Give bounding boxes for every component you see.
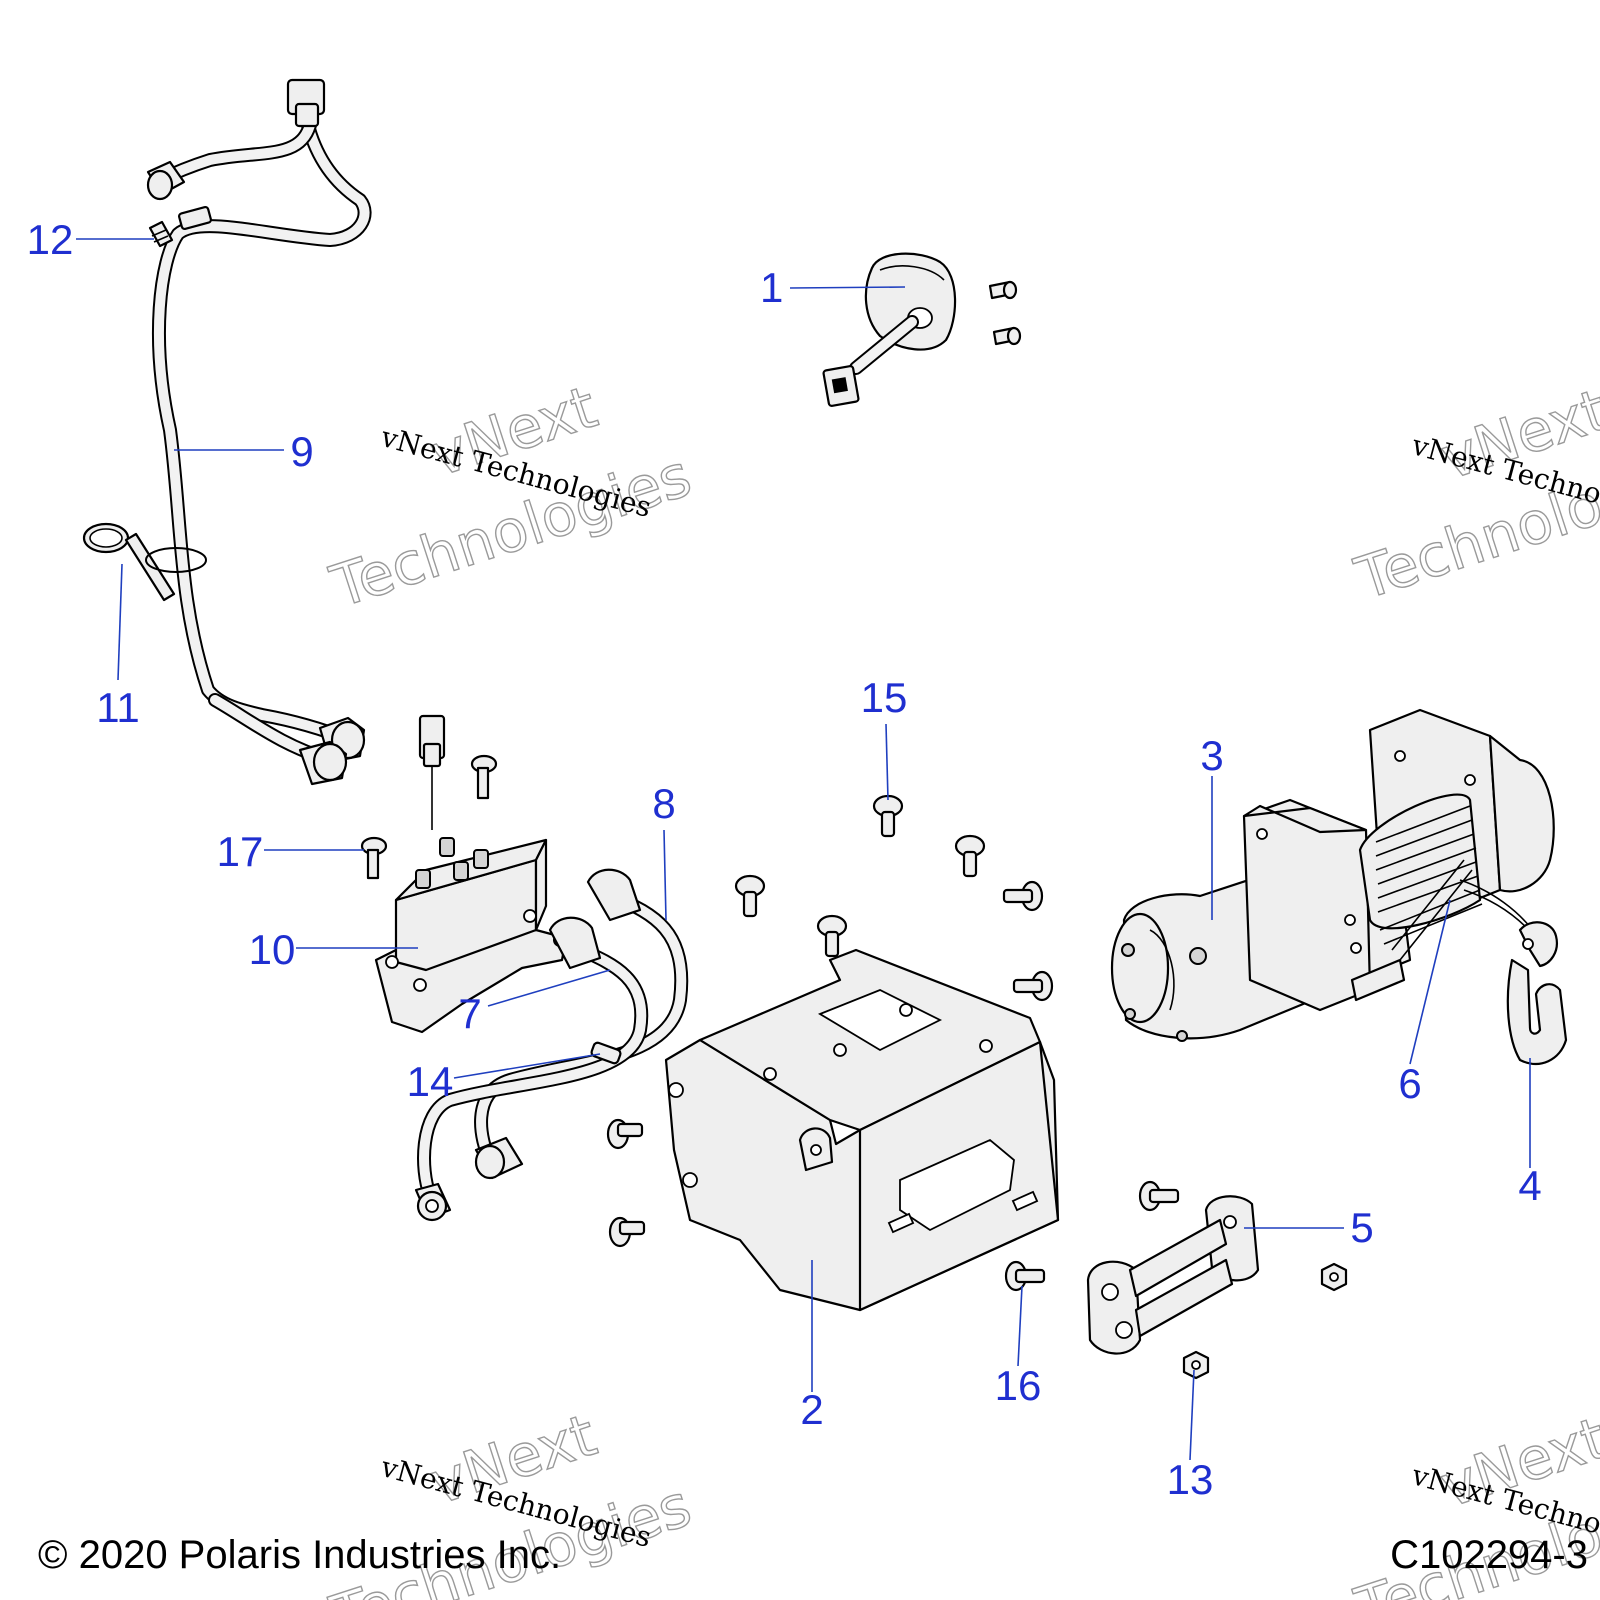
callout-16: 16 bbox=[995, 1362, 1042, 1409]
cables-7-8 bbox=[414, 868, 689, 1222]
winch bbox=[1110, 708, 1555, 1042]
leader-lines bbox=[76, 238, 1531, 1461]
callout-9: 9 bbox=[290, 428, 313, 475]
winch-switch bbox=[822, 252, 957, 407]
callout-2: 2 bbox=[800, 1386, 823, 1433]
watermark-group: vNext Technologies vNext Technologies vN… bbox=[322, 372, 1600, 1600]
roller-fairlead bbox=[1086, 1195, 1260, 1355]
callout-7: 7 bbox=[458, 990, 481, 1037]
callout-5: 5 bbox=[1350, 1204, 1373, 1251]
contactor bbox=[374, 714, 568, 1034]
copyright-notice: © 2020 Polaris Industries Inc. bbox=[38, 1533, 562, 1577]
switch-screws bbox=[988, 280, 1022, 346]
callout-3: 3 bbox=[1200, 732, 1223, 779]
nuts-13 bbox=[1182, 1262, 1348, 1380]
callout-15: 15 bbox=[861, 674, 908, 721]
callout-14: 14 bbox=[407, 1058, 454, 1105]
clip-14 bbox=[590, 1041, 622, 1065]
callout-4: 4 bbox=[1518, 1162, 1541, 1209]
callout-13: 13 bbox=[1167, 1456, 1214, 1503]
bolts bbox=[606, 794, 1180, 1292]
cable-tie-11 bbox=[82, 522, 207, 602]
callout-12: 12 bbox=[27, 216, 74, 263]
callout-10: 10 bbox=[249, 926, 296, 973]
screw-17 bbox=[360, 836, 388, 880]
drawing-number: C102294-3 bbox=[1390, 1533, 1588, 1577]
callout-11: 11 bbox=[96, 684, 140, 731]
callout-6: 6 bbox=[1398, 1060, 1421, 1107]
callout-numbers: 1 2 3 4 5 6 7 8 9 10 11 12 13 14 15 16 1… bbox=[27, 216, 1542, 1503]
clamp-12 bbox=[148, 220, 174, 248]
wire-harness bbox=[146, 78, 372, 786]
callout-17: 17 bbox=[217, 828, 264, 875]
screw-contactor-top bbox=[470, 754, 498, 800]
callout-1: 1 bbox=[760, 264, 783, 311]
mounting-bracket bbox=[664, 948, 1060, 1312]
winch-hook bbox=[1506, 921, 1568, 1065]
callout-8: 8 bbox=[652, 780, 675, 827]
